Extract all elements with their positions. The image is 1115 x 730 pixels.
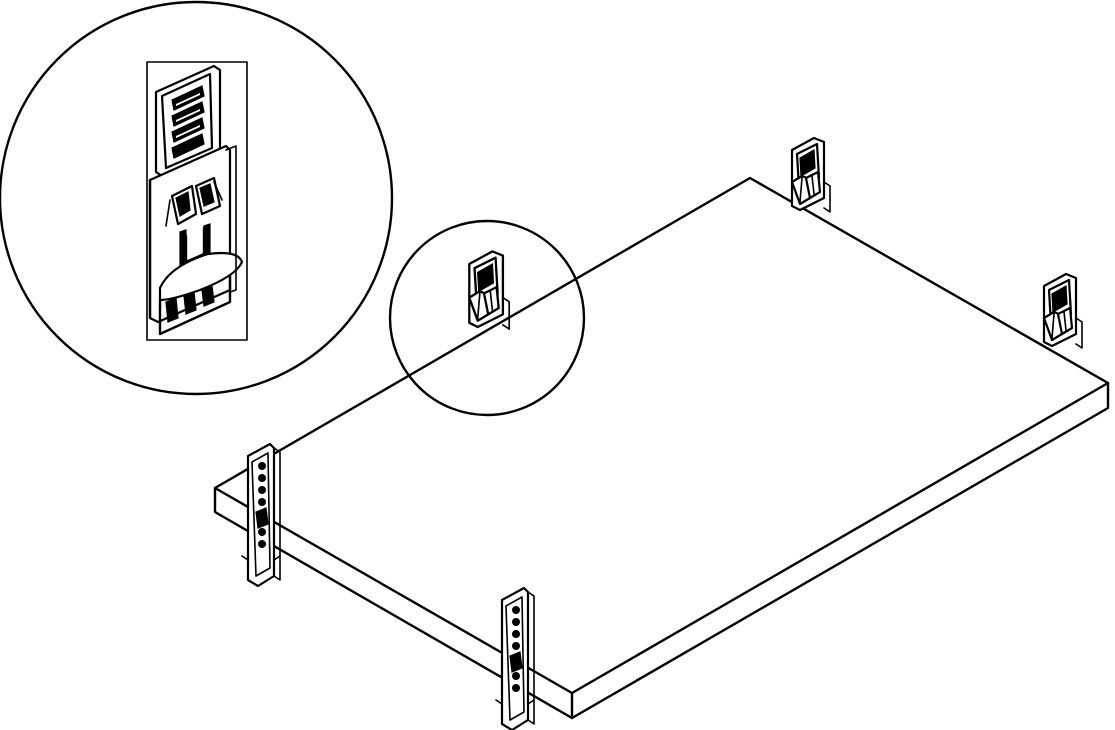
detail-callout-circle <box>388 219 586 417</box>
detail-slots <box>171 85 205 159</box>
shelf-panel <box>213 176 1110 720</box>
rear-shelf-clip <box>468 250 511 331</box>
rear-shelf-clip <box>790 136 1084 350</box>
detail-magnifier <box>0 0 394 396</box>
detail-frame <box>146 61 248 341</box>
